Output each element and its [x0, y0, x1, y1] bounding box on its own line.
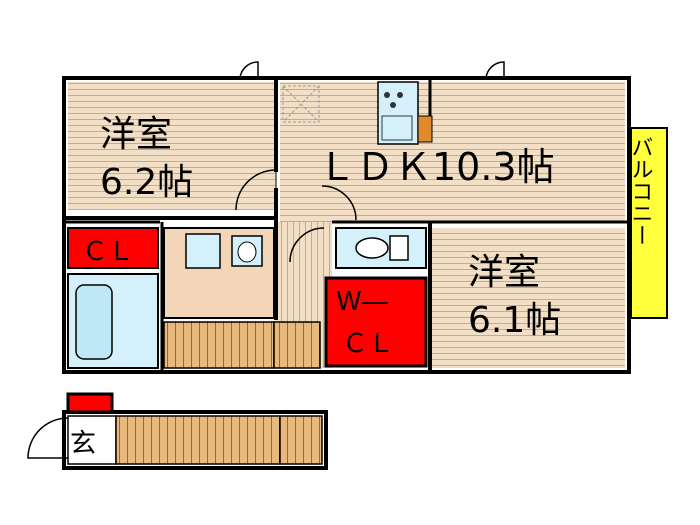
door-entrance-top[interactable] — [239, 61, 259, 79]
ldk-label: ＬＤＫ10.3帖 — [318, 145, 555, 189]
closet1-label: ＣＬ — [82, 237, 134, 267]
walkin-label-1: W― — [336, 287, 388, 317]
bathtub — [75, 284, 113, 360]
balcony — [630, 127, 668, 319]
door-balcony-top[interactable] — [485, 61, 505, 79]
door-bedroom1[interactable] — [235, 169, 277, 211]
bedroom2-name: 洋室 — [468, 252, 540, 293]
balcony-label: バルコニー — [628, 136, 653, 246]
walkin-closet — [324, 276, 428, 368]
stairs-lower-turn — [279, 415, 323, 465]
bedroom1-size: 6.2帖 — [100, 162, 193, 203]
stairs-upper — [163, 321, 275, 369]
entrance-closet — [66, 392, 114, 414]
door-entrance[interactable] — [27, 417, 69, 459]
fridge-space — [417, 115, 433, 143]
storage-box — [282, 85, 320, 123]
bedroom2-size: 6.1帖 — [468, 300, 561, 341]
bedroom2-floor — [430, 228, 625, 368]
stairs-turn — [273, 321, 321, 369]
bedroom1-name: 洋室 — [100, 114, 172, 155]
washing-machine — [185, 233, 221, 269]
door-hall[interactable] — [289, 227, 325, 263]
entrance-label: 玄 — [70, 429, 96, 459]
closet1 — [67, 227, 159, 269]
door-ldk[interactable] — [321, 185, 357, 221]
walkin-label-2: ＣＬ — [342, 329, 394, 359]
ldk-floor — [280, 82, 625, 222]
stairs-lower — [115, 415, 281, 465]
